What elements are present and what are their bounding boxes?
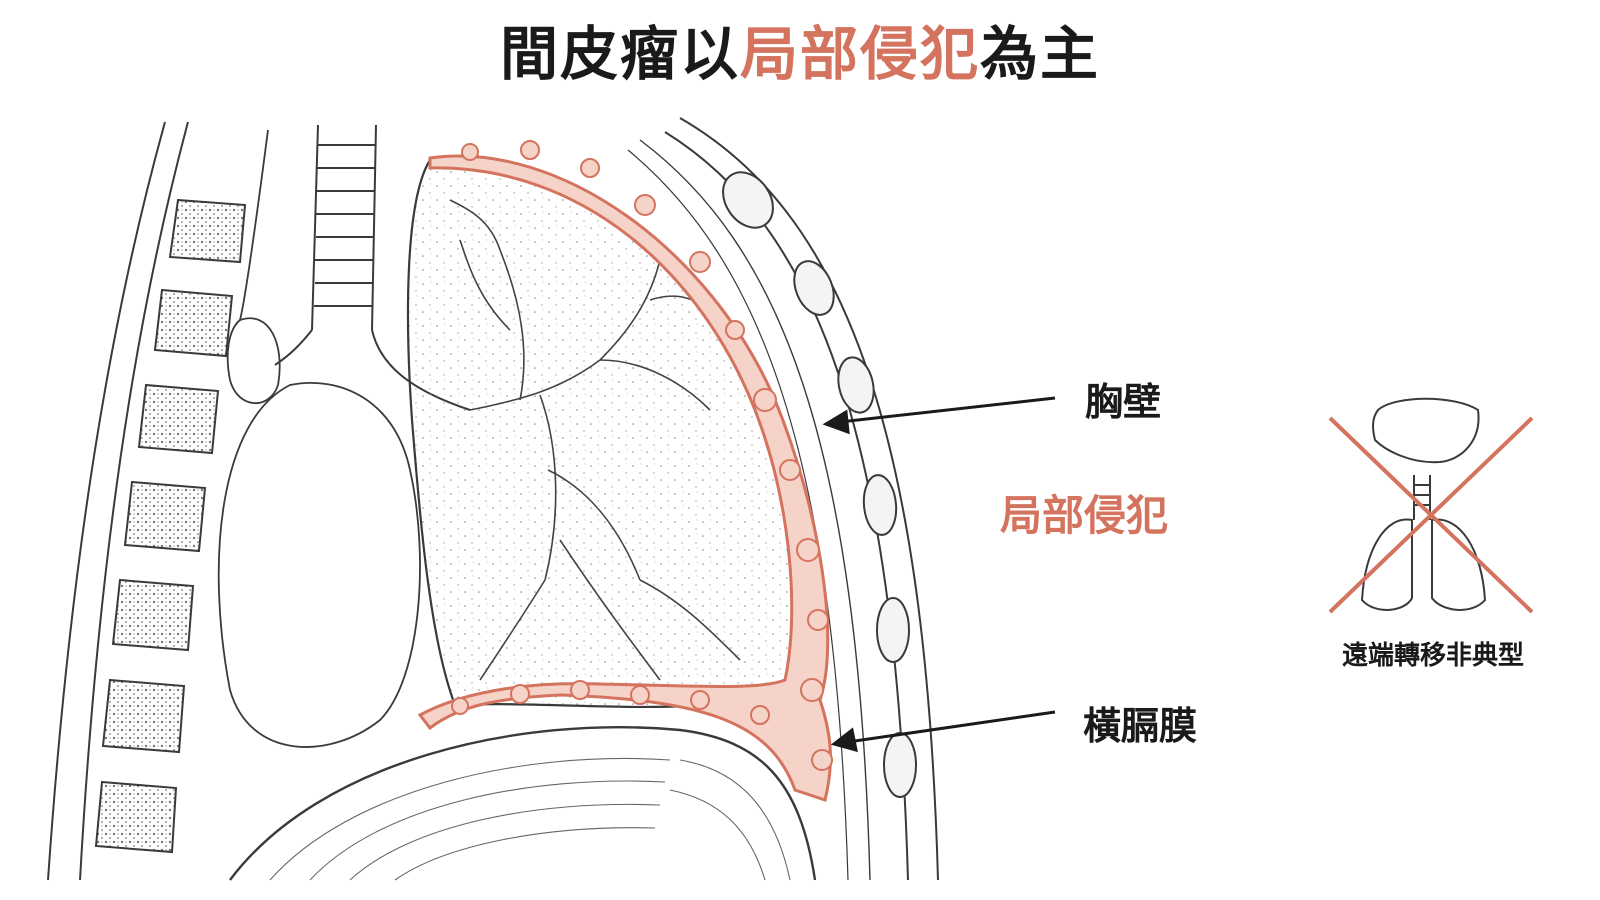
title-suffix: 為主 [980,20,1101,88]
label-chest-wall: 胸壁 [1085,380,1162,424]
trachea [274,124,471,411]
arrows [822,396,1056,753]
label-local-invasion: 局部侵犯 [1000,491,1169,540]
label-diaphragm: 橫膈膜 [1083,704,1198,748]
cross-mark-icon [1328,416,1534,614]
lung [406,158,802,709]
mediastinum-organs [217,129,421,748]
metastasis-icon [1328,397,1534,614]
title-prefix: 間皮瘤以 [499,20,740,88]
ribs-cross-section [722,171,917,798]
diaphragm [229,726,817,881]
arrow-chest-wall [839,396,1056,424]
arrow-diaphragm [847,710,1056,744]
title-highlight: 局部侵犯 [739,20,980,88]
chest-wall-body [47,117,939,881]
lungs-icon [1360,518,1487,611]
page-title: 間皮瘤以局部侵犯為主 [0,14,1600,94]
liver-icon [1372,397,1480,464]
spine-vertebrae [94,198,247,854]
pleural-tumor-layer [417,140,833,802]
label-distant-metastasis: 遠端轉移非典型 [1342,641,1525,671]
